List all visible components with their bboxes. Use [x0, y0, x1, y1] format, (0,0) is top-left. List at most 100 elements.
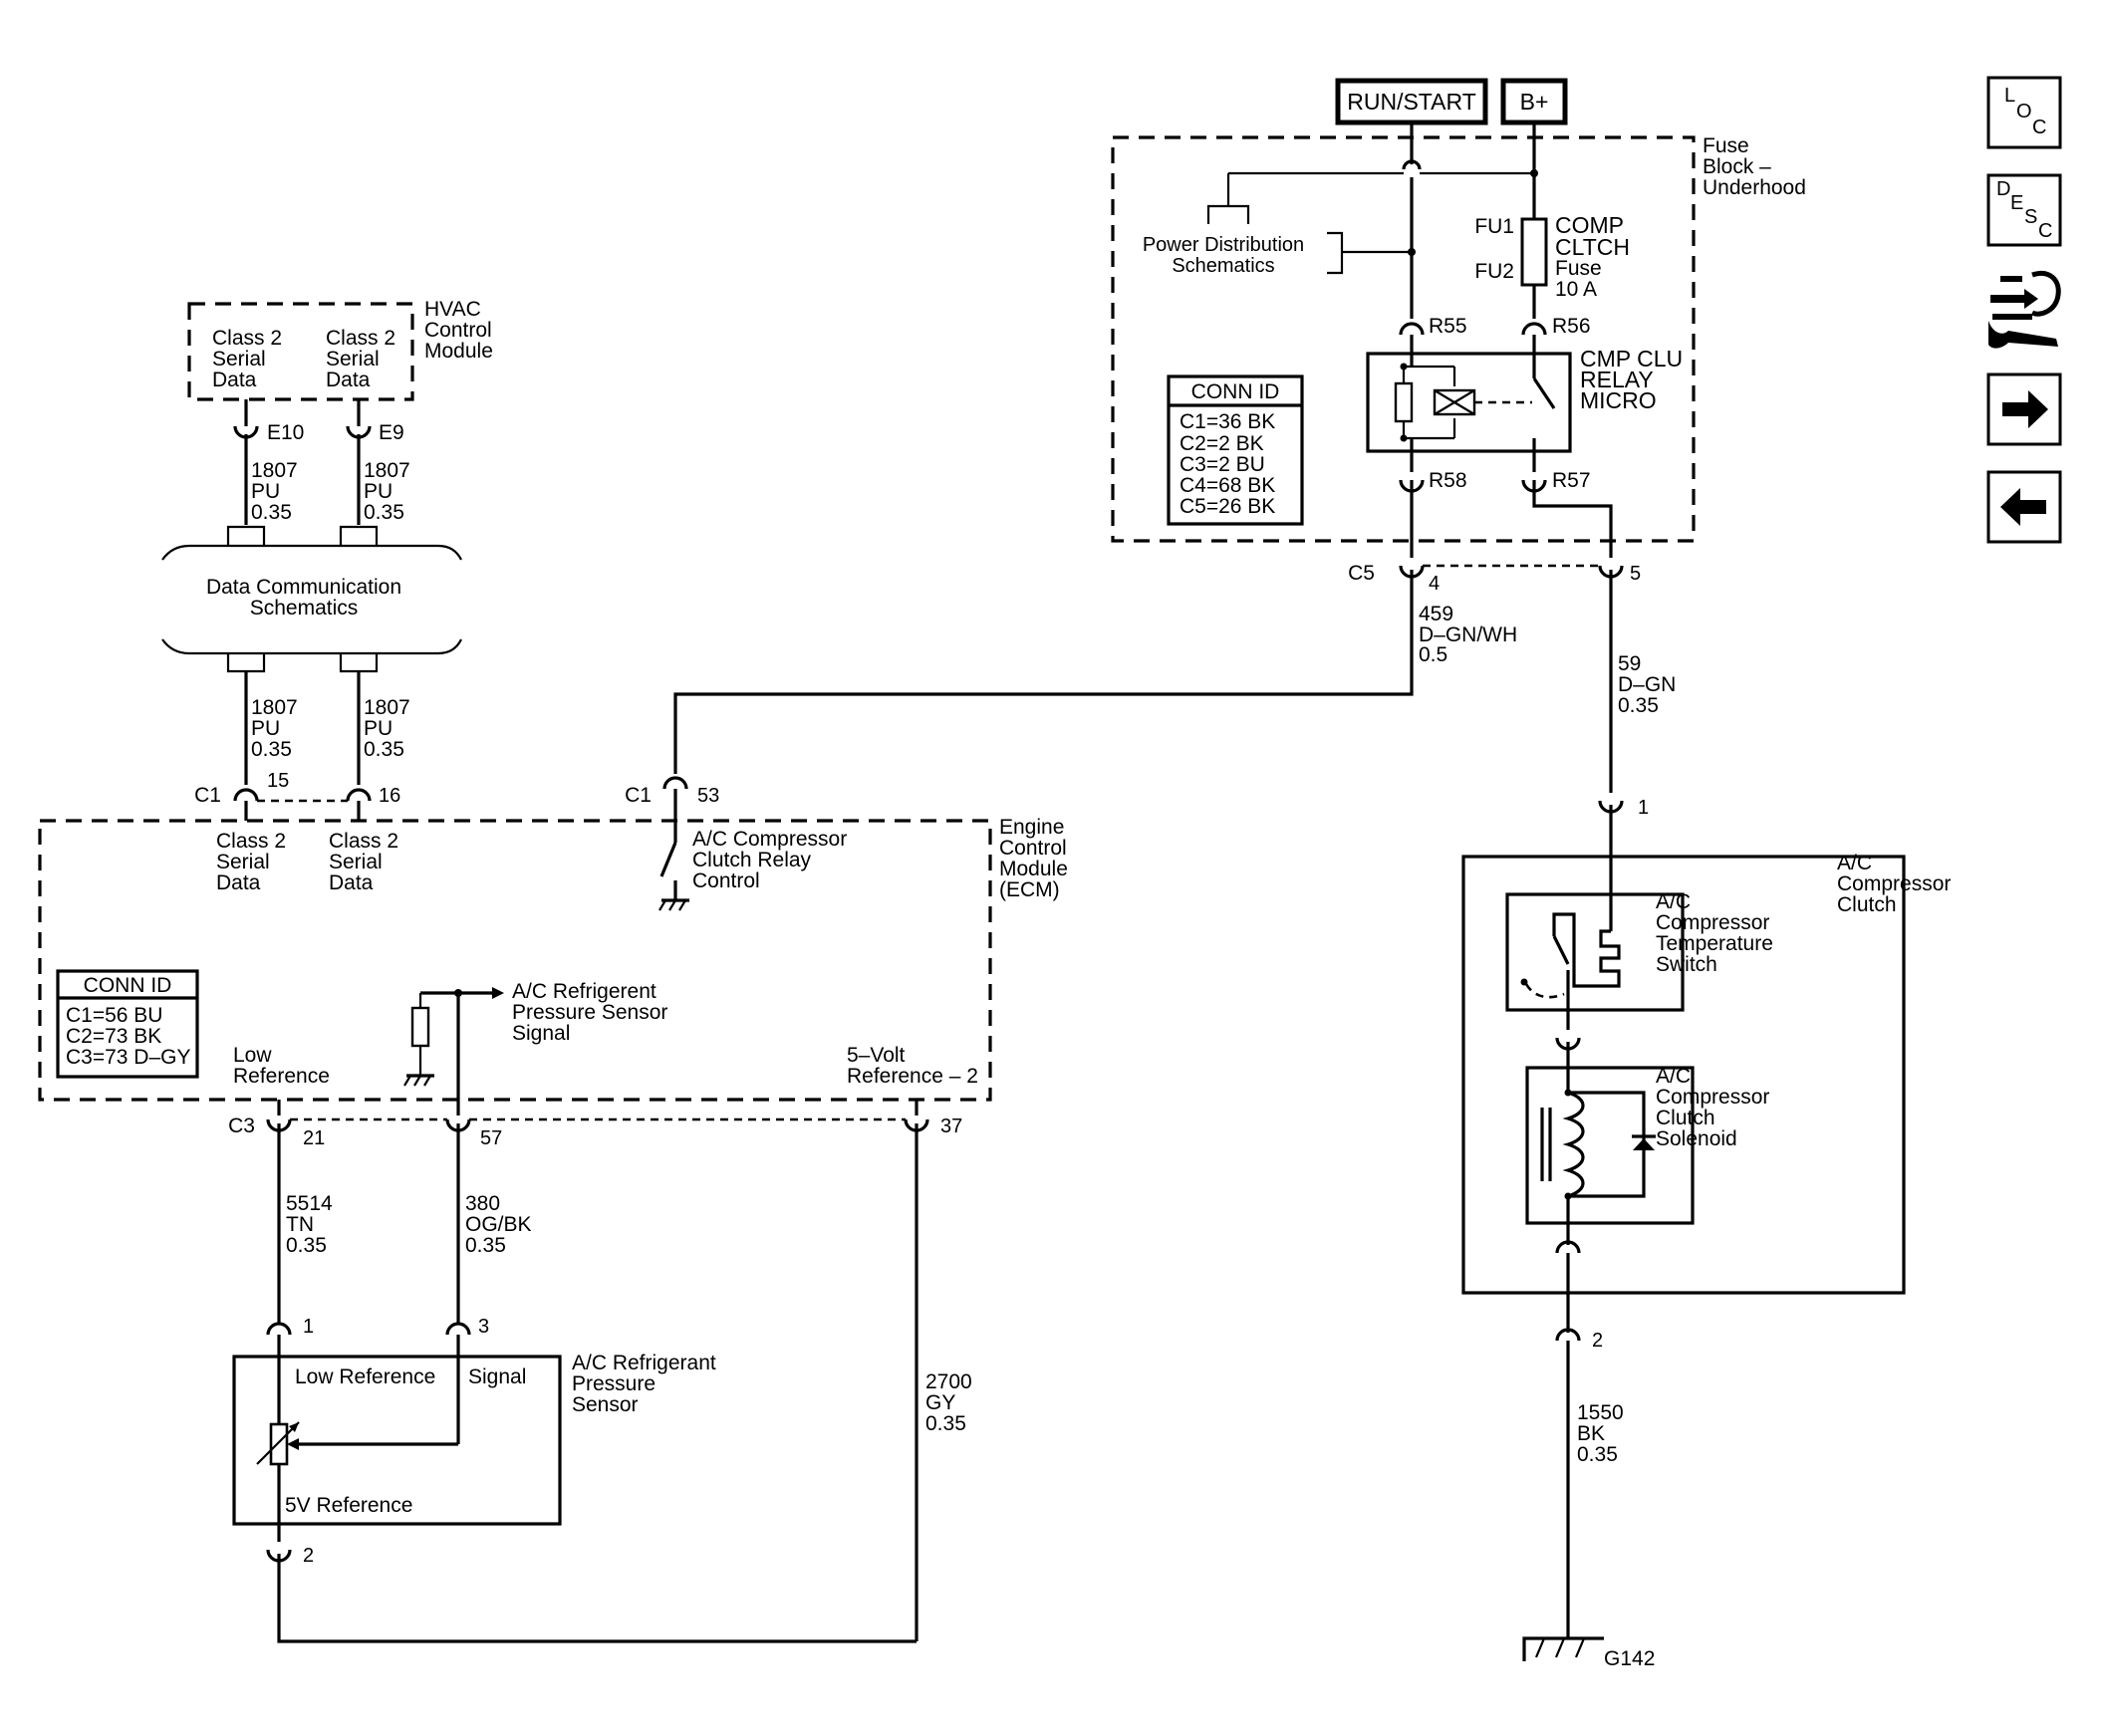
wire-59-num: 59: [1618, 652, 1641, 675]
ecm-pin-15: 15: [267, 770, 289, 792]
wire-1807-color: PU: [364, 717, 393, 740]
c5-pin-5: 5: [1630, 563, 1641, 585]
previous-button[interactable]: [1986, 470, 2062, 544]
e9-label: E9: [379, 421, 404, 444]
arrow-right-icon: [2002, 390, 2048, 428]
wire-459-num: 459: [1419, 603, 1453, 625]
ground-g142: G142: [1522, 1636, 1655, 1670]
ecm-five-volt-reference: 5–Volt: [847, 1044, 906, 1067]
clutch-pin-2: 2: [1592, 1330, 1603, 1352]
sensor-pin-1: 1: [303, 1316, 314, 1338]
r56-label: R56: [1552, 315, 1591, 338]
fuse-block-title-3: Underhood: [1703, 176, 1806, 199]
wire-2700-num: 2700: [925, 1370, 972, 1393]
wire-1807-gauge: 0.35: [364, 738, 404, 761]
ac-compressor-clutch: A/C Compressor Clutch A/C Compressor Tem…: [1461, 852, 1951, 1295]
loc-button[interactable]: L O C: [1986, 76, 2062, 149]
fuse-block-underhood: Fuse Block – Underhood Power Distributio…: [1111, 123, 1806, 543]
hvac-title: Module: [424, 340, 493, 363]
ecm-class2-right: Data: [329, 871, 374, 894]
r55-label: R55: [1429, 315, 1467, 338]
hvac-class2-right: Serial: [326, 348, 380, 371]
power-distribution-label: Power Distribution: [1143, 234, 1304, 256]
wire-2700-gauge: 0.35: [925, 1412, 966, 1435]
r57-label: R57: [1552, 469, 1591, 492]
solenoid-label: Compressor: [1656, 1086, 1769, 1109]
wire-5514-color: TN: [286, 1213, 314, 1236]
wire-1807-color: PU: [251, 717, 280, 740]
loc-letter: L: [2004, 85, 2015, 107]
sensor-signal: Signal: [468, 1365, 526, 1388]
clutch-title: Compressor: [1837, 872, 1951, 895]
ground-label: G142: [1604, 1647, 1655, 1670]
desc-letter: E: [2010, 192, 2023, 214]
solenoid-label: A/C: [1656, 1065, 1691, 1088]
sensor-5v-reference: 5V Reference: [285, 1494, 412, 1517]
refrig-signal-label: Pressure Sensor: [512, 1001, 667, 1024]
ecm-pin-57: 57: [480, 1127, 502, 1149]
power-distribution-label-2: Schematics: [1172, 255, 1274, 277]
clutch-title: Clutch: [1837, 893, 1897, 916]
hvac-class2-left: Data: [212, 369, 257, 391]
b-plus-label: B+: [1520, 89, 1549, 115]
c5-label: C5: [1348, 562, 1375, 585]
relay-name-2: RELAY: [1580, 367, 1654, 392]
connector-wrench-icon: [1988, 271, 2061, 349]
temp-switch-label: Switch: [1656, 953, 1717, 976]
conn-id-row: C5=26 BK: [1180, 495, 1275, 518]
wire-59-color: D–GN: [1618, 673, 1676, 696]
refrig-signal-label: A/C Refrigerent: [512, 980, 657, 1003]
data-comm-label: Data Communication: [206, 576, 401, 599]
hvac-title: Control: [424, 319, 492, 342]
engine-control-module: Engine Control Module (ECM) Class 2 Seri…: [38, 816, 1068, 1116]
temperature-switch: A/C Compressor Temperature Switch: [1505, 857, 1773, 1012]
solenoid-label: Solenoid: [1656, 1127, 1737, 1150]
ecm-low-reference: Low: [233, 1044, 272, 1067]
desc-letter: C: [2038, 220, 2052, 242]
b-plus-terminal: B+: [1500, 78, 1568, 125]
wire-1550-num: 1550: [1577, 1401, 1624, 1424]
temp-switch-label: Compressor: [1656, 911, 1769, 934]
ecm-title: Engine: [999, 816, 1064, 839]
ecm-class2-left: Class 2: [216, 830, 286, 853]
clutch-title: A/C: [1837, 852, 1872, 874]
wire-1550-color: BK: [1577, 1422, 1605, 1445]
clutch-pin-1: 1: [1638, 797, 1649, 819]
wire-5514-num: 5514: [286, 1192, 333, 1215]
fuse-name-4: 10 A: [1555, 278, 1597, 301]
wire-1807-num: 1807: [364, 459, 410, 482]
cmp-clu-relay: [1366, 352, 1572, 453]
ecm-c1-label: C1: [194, 784, 221, 807]
desc-letter: D: [1996, 178, 2010, 200]
data-comm-label: Schematics: [250, 597, 359, 620]
ecm-title: (ECM): [999, 878, 1060, 901]
sensor-title: Sensor: [572, 1393, 639, 1416]
ac-refrigerant-pressure-sensor: A/C Refrigerant Pressure Sensor Low Refe…: [232, 1352, 716, 1526]
fuse-name-3: Fuse: [1555, 257, 1602, 280]
conn-id-row: C2=2 BK: [1180, 432, 1264, 455]
run-start-label: RUN/START: [1347, 89, 1476, 115]
ecm-pin-16: 16: [379, 785, 400, 807]
fu2-label: FU2: [1474, 260, 1514, 283]
solenoid-label: Clutch: [1656, 1107, 1715, 1129]
relay-name-3: MICRO: [1580, 387, 1657, 413]
next-button[interactable]: [1986, 372, 2062, 446]
conn-id-row: C3=73 D–GY: [66, 1046, 191, 1069]
refrig-signal-label: Signal: [512, 1022, 570, 1045]
loc-letter: C: [2032, 117, 2046, 138]
loc-icon: L O C: [2004, 85, 2046, 138]
temp-switch-label: Temperature: [1656, 932, 1773, 955]
sensor-pin-3: 3: [478, 1316, 489, 1338]
desc-button[interactable]: D E S C: [1986, 173, 2062, 247]
hvac-class2-right: Class 2: [326, 327, 395, 350]
temp-switch-label: A/C: [1656, 890, 1691, 913]
wire-1807-num: 1807: [251, 696, 298, 719]
wire-380-gauge: 0.35: [465, 1234, 506, 1257]
connector-wrench-button[interactable]: [1988, 271, 2061, 349]
wire-1807-gauge: 0.35: [251, 501, 292, 524]
ecm-c1b-label: C1: [625, 784, 652, 807]
arrow-left-icon: [2000, 488, 2046, 526]
conn-id-title: CONN ID: [1191, 380, 1280, 403]
relay-control-label: Control: [692, 869, 760, 892]
